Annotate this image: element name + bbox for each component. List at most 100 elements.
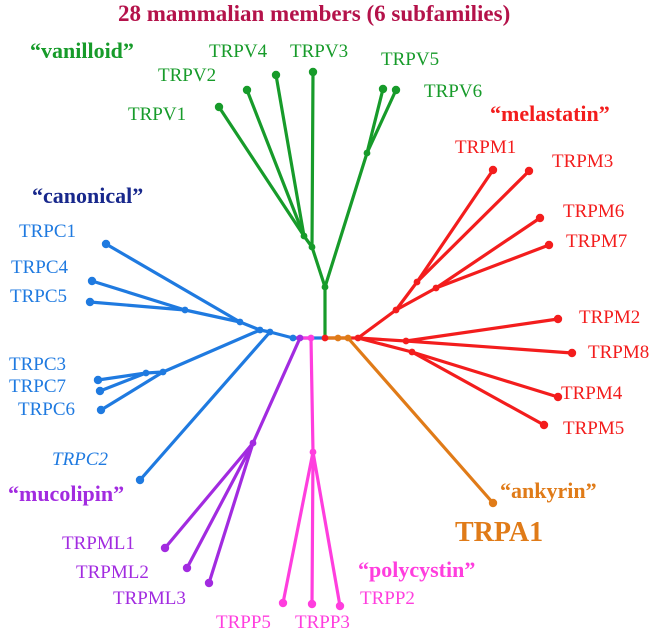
tree-branch [90, 279, 187, 312]
tree-internal-node [321, 283, 329, 291]
tree-internal-node [266, 328, 274, 336]
tree-branch [138, 330, 272, 482]
tree-internal-node [408, 348, 416, 356]
tree-internal-node [432, 284, 440, 292]
tree-branch [356, 336, 414, 354]
leaf-label-trpv2: TRPV2 [158, 65, 217, 86]
tree-internal-node [308, 243, 316, 251]
tree-internal-node [309, 448, 317, 456]
subfamily-label-mucolipin: “mucolipin” [8, 481, 125, 506]
tree-leaf-node-trpm3[interactable] [524, 166, 534, 176]
tree-branch [251, 336, 302, 445]
tree-internal-node [256, 326, 264, 334]
leaf-label-trpv5: TRPV5 [381, 49, 440, 70]
tree-leaf-node-trpp3[interactable] [307, 599, 317, 609]
leaf-label-trpp2: TRPP2 [360, 588, 415, 609]
leaf-label-trpml2: TRPML2 [76, 562, 149, 583]
tree-leaf-node-trpm1[interactable] [488, 165, 498, 175]
tree-branch [238, 320, 262, 332]
tree-leaf-node-trpc5[interactable] [85, 297, 95, 307]
tree-internal-node [307, 334, 315, 342]
tree-branch [99, 370, 165, 412]
tree-internal-node [300, 232, 308, 240]
tree-leaf-node-trpv6[interactable] [391, 85, 401, 95]
tree-leaf-node-trpp2[interactable] [335, 601, 345, 611]
tree-leaf-node-trpv4[interactable] [271, 70, 281, 80]
tree-branch [98, 371, 148, 393]
tree-leaf-node-trpv1[interactable] [214, 102, 224, 112]
tree-branch [310, 70, 315, 249]
tree-internal-node [142, 369, 150, 377]
tree-leaf-node-trpc1[interactable] [101, 239, 111, 249]
tree-internal-node [159, 368, 167, 376]
tree-branch [365, 88, 398, 155]
leaf-label-trpml3: TRPML3 [113, 588, 186, 609]
tree-leaf-node-trpm7[interactable] [544, 240, 554, 250]
tree-branch [404, 317, 560, 343]
tree-internal-node [296, 334, 304, 342]
leaf-label-trpc3: TRPC3 [9, 354, 67, 375]
tree-branch [394, 280, 419, 312]
tree-branch [207, 441, 255, 585]
leaf-label-trpm6: TRPM6 [563, 201, 625, 222]
tree-leaf-node-trpp5[interactable] [278, 598, 288, 608]
tree-branch [404, 339, 574, 355]
tree-branch [415, 169, 531, 284]
subfamily-label-polycystin: “polycystin” [358, 557, 476, 582]
tree-branch [365, 87, 385, 155]
leaf-label-trpm7: TRPM7 [566, 231, 628, 252]
tree-branch [310, 245, 327, 289]
tree-branch [96, 371, 148, 382]
tree-branch [281, 450, 315, 605]
subfamily-label-canonical: “canonical” [32, 183, 144, 208]
tree-leaf-node-trpm2[interactable] [553, 314, 563, 324]
leaf-label-trpp3: TRPP3 [295, 612, 350, 633]
tree-leaf-node-trpml2[interactable] [182, 563, 192, 573]
leaf-label-trpc4: TRPC4 [11, 257, 69, 278]
tree-leaf-node-trpml3[interactable] [204, 578, 214, 588]
tree-leaf-node-trpa1[interactable] [488, 498, 498, 508]
tree-leaf-node-trpc2[interactable] [135, 475, 145, 485]
tree-internal-node [392, 306, 400, 314]
leaf-label-trpm3: TRPM3 [552, 151, 614, 172]
leaf-label-trpv6: TRPV6 [424, 81, 483, 102]
tree-branch [323, 151, 369, 289]
tree-leaf-node-trpc3[interactable] [93, 375, 103, 385]
leaf-label-trpm5: TRPM5 [563, 418, 625, 439]
leaf-label-trpc1: TRPC1 [19, 221, 77, 242]
leaf-label-trpa1: TRPA1 [455, 517, 544, 548]
leaf-label-trpv4: TRPV4 [209, 41, 268, 62]
subfamily-label-vanilloid: “vanilloid” [30, 38, 134, 63]
tree-branch [434, 216, 542, 290]
tree-branch [410, 350, 546, 427]
tree-leaf-node-trpv3[interactable] [308, 67, 318, 77]
leaf-label-trpml1: TRPML1 [62, 533, 135, 554]
tree-leaf-node-trpml1[interactable] [160, 543, 170, 553]
tree-leaf-node-trpc4[interactable] [87, 276, 97, 286]
tree-internal-node [363, 149, 371, 157]
tree-branch [309, 336, 315, 454]
tree-internal-node [249, 439, 257, 447]
tree-leaf-node-trpm8[interactable] [567, 348, 577, 358]
tree-leaf-node-trpm6[interactable] [535, 213, 545, 223]
tree-branch [183, 308, 242, 324]
tree-internal-node [334, 334, 342, 342]
tree-leaf-node-trpm4[interactable] [553, 392, 563, 402]
leaf-label-trpm8: TRPM8 [588, 342, 650, 363]
leaf-label-trpm2: TRPM2 [579, 307, 641, 328]
tree-branch [415, 168, 495, 284]
tree-branch [394, 286, 438, 312]
tree-leaf-node-trpv5[interactable] [378, 84, 388, 94]
tree-branch [217, 105, 306, 238]
leaf-label-trpm1: TRPM1 [455, 137, 517, 158]
tree-leaf-node-trpm5[interactable] [539, 420, 549, 430]
tree-leaf-node-trpc6[interactable] [96, 405, 106, 415]
tree-leaf-node-trpv2[interactable] [242, 85, 252, 95]
tree-internal-node [181, 306, 189, 314]
tree-leaf-node-trpc7[interactable] [95, 386, 105, 396]
tree-branch [311, 450, 342, 608]
leaf-label-trpp5: TRPP5 [216, 612, 271, 633]
leaf-label-trpc2: TRPC2 [52, 449, 108, 470]
tree-branch [346, 336, 495, 505]
